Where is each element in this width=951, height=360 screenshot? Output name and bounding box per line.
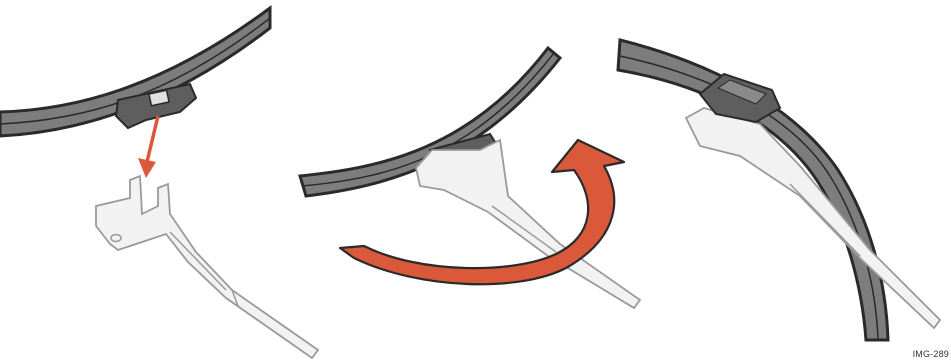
step-1-attach-panel <box>0 8 318 358</box>
step-2-rotate-panel <box>300 48 640 308</box>
wiper-arm-1-edge <box>170 232 226 290</box>
image-code-label: IMG-289 <box>913 349 949 359</box>
step-3-locked-panel <box>618 40 940 340</box>
wiper-arm-1 <box>96 176 318 358</box>
down-arrow-icon <box>138 116 158 178</box>
